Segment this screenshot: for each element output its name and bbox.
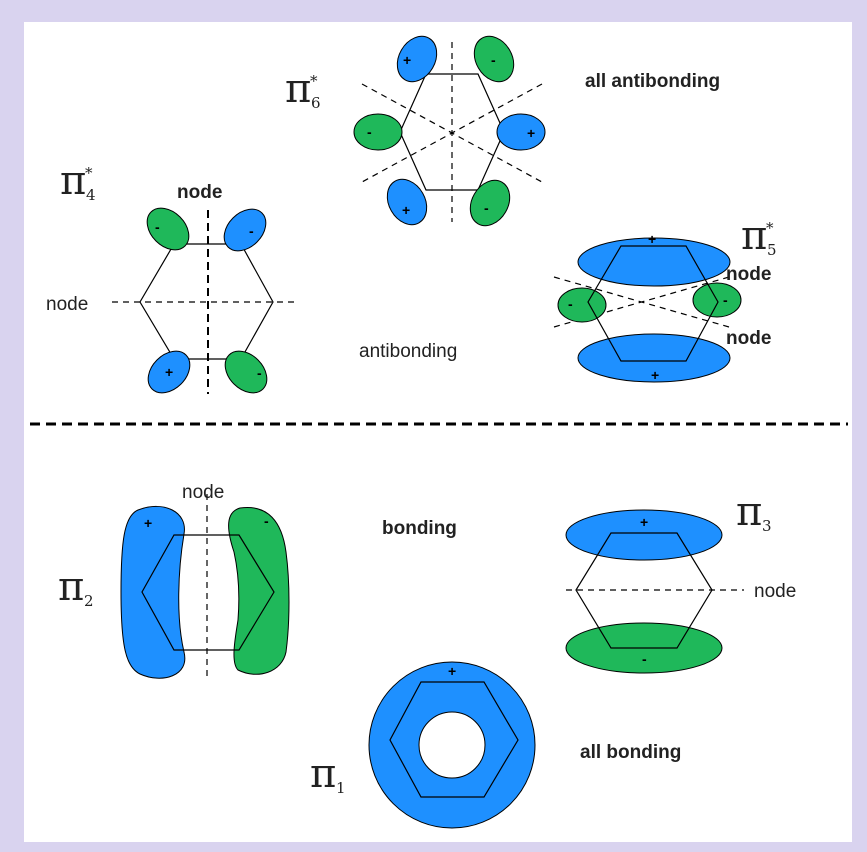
svg-text:+: +: [648, 231, 656, 247]
orbital-pi5: + + - - π 5 *: [553, 213, 777, 383]
svg-text:-: -: [367, 124, 372, 140]
svg-text:*: *: [766, 219, 774, 237]
orbital-pi6: + - - + + - π 6 *: [285, 35, 546, 227]
svg-text:-: -: [484, 200, 489, 216]
symbol-pi2: π: [58, 564, 84, 610]
symbol-pi1: π: [310, 751, 336, 797]
lobe-negative: [473, 35, 515, 83]
svg-text:+: +: [403, 52, 411, 68]
lobe-positive: [565, 509, 723, 561]
lobe-positive: [147, 350, 191, 394]
label-antibonding: antibonding: [359, 341, 457, 362]
svg-text:+: +: [165, 364, 173, 380]
lobe-positive: [386, 178, 428, 226]
symbol-pi6: π: [285, 66, 311, 112]
svg-text:+: +: [448, 663, 456, 679]
label-node: node: [726, 328, 771, 349]
orbital-pi3: + - π 3: [565, 489, 772, 674]
mo-diagram: + - - + + - π 6 * all antibonding - - + …: [30, 35, 848, 829]
svg-text:-: -: [264, 513, 269, 529]
svg-text:*: *: [310, 72, 318, 90]
svg-text:-: -: [249, 223, 254, 239]
diagram-panel: + - - + + - π 6 * all antibonding - - + …: [24, 22, 852, 842]
svg-text:*: *: [85, 164, 93, 182]
svg-text:2: 2: [84, 592, 94, 610]
lobe-positive: [577, 333, 731, 383]
svg-text:-: -: [257, 365, 262, 381]
svg-text:5: 5: [767, 241, 777, 259]
svg-text:1: 1: [336, 779, 346, 797]
svg-text:+: +: [402, 202, 410, 218]
lobe-negative: [224, 350, 268, 394]
symbol-pi4: π: [60, 158, 86, 204]
svg-text:+: +: [527, 125, 535, 141]
lobe-positive: [223, 208, 267, 252]
orbital-pi1: + π 1: [310, 661, 536, 829]
lobe-negative: [228, 506, 290, 675]
orbital-pi2: + - π 2: [58, 494, 290, 679]
lobe-positive: [120, 505, 186, 679]
label-node: node: [177, 182, 222, 203]
lobe-negative: [469, 179, 511, 227]
label-node: node: [182, 482, 224, 503]
svg-text:6: 6: [311, 94, 321, 112]
lobe-positive: [577, 237, 731, 287]
svg-text:+: +: [144, 515, 152, 531]
label-all-antibonding: all antibonding: [585, 71, 720, 92]
lobe-negative: [353, 113, 403, 151]
svg-text:-: -: [568, 296, 573, 312]
svg-text:4: 4: [86, 186, 96, 204]
label-node: node: [754, 581, 796, 602]
svg-text:+: +: [640, 514, 648, 530]
svg-text:3: 3: [762, 517, 772, 535]
svg-text:-: -: [642, 651, 647, 667]
label-bonding: bonding: [382, 518, 457, 539]
symbol-pi5: π: [741, 213, 767, 259]
label-node: node: [726, 264, 771, 285]
svg-text:-: -: [723, 292, 728, 308]
lobe-negative: [557, 287, 607, 323]
lobe-negative: [146, 207, 190, 251]
label-node: node: [46, 294, 88, 315]
svg-text:+: +: [651, 367, 659, 383]
symbol-pi3: π: [736, 489, 762, 535]
svg-text:-: -: [491, 52, 496, 68]
svg-text:-: -: [155, 219, 160, 235]
label-all-bonding: all bonding: [580, 742, 681, 763]
orbital-pi4: - - + - π 4 *: [60, 158, 296, 394]
lobe-positive: [496, 113, 546, 151]
lobe-positive: [396, 35, 438, 83]
